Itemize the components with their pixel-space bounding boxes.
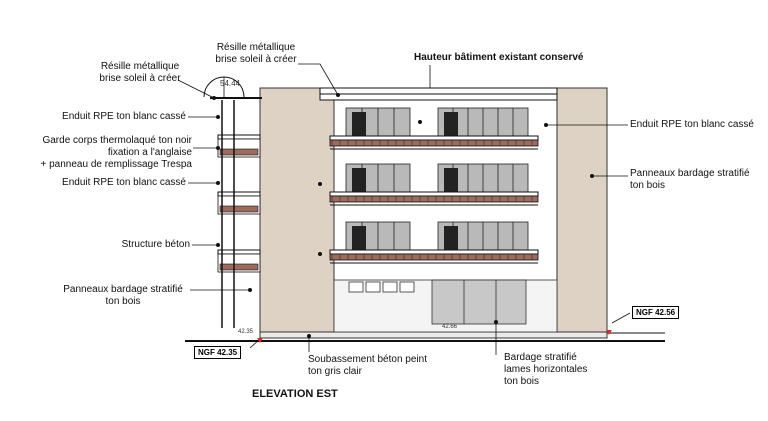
- balcony-railing: [329, 253, 539, 261]
- left-balcony-slab: [217, 249, 261, 255]
- plinth: [259, 331, 608, 339]
- window-shadow: [352, 168, 366, 194]
- floors-group: [329, 107, 539, 264]
- dim-small-mid: 42.66: [442, 324, 458, 330]
- label-enduit-right: Enduit RPE ton blanc cassé: [630, 119, 754, 130]
- level-marker-left: [257, 338, 263, 343]
- leader-resille-left: [177, 79, 215, 99]
- left-balcony-3: [217, 249, 261, 273]
- left-balcony-slab: [217, 191, 261, 197]
- right-wood-panel: [556, 87, 608, 333]
- small-window-4: [399, 281, 415, 293]
- ngf-right: NGF 42.56: [632, 306, 680, 319]
- window-shadow: [444, 226, 458, 252]
- dim-small-left: 42.35: [238, 329, 254, 335]
- label-garde-corps-3: + panneau de remplissage Trespa: [40, 159, 193, 170]
- window-shadow: [352, 112, 366, 138]
- left-balcony-panel: [219, 263, 259, 271]
- label-panneaux-left: Panneaux bardage stratifié ton bois: [63, 284, 183, 307]
- left-balconies: [217, 134, 261, 273]
- label-structure: Structure béton: [121, 239, 190, 250]
- ground-glazing: [431, 279, 527, 325]
- floor-2: [329, 163, 539, 206]
- label-soubassement: Soubassement béton peint ton gris clair: [308, 354, 427, 377]
- left-balcony-2: [217, 191, 261, 215]
- label-resille-left: Résille métallique brise soleil à créer: [99, 61, 181, 84]
- left-balcony-1: [217, 134, 261, 158]
- label-bardage: Bardage stratifié lames horizontales ton…: [504, 352, 588, 387]
- balcony-slab: [329, 135, 539, 141]
- balcony-railing: [329, 195, 539, 203]
- small-window-3: [382, 281, 398, 293]
- floor-3: [329, 221, 539, 264]
- floor-1: [329, 107, 539, 150]
- balcony-slab: [329, 191, 539, 197]
- label-resille-top: Résille métallique brise soleil à créer: [215, 42, 297, 65]
- level-marker-right: [606, 330, 612, 335]
- small-window-2: [365, 281, 381, 293]
- header-note: Hauteur bâtiment existant conservé: [414, 52, 584, 63]
- balcony-slab: [329, 249, 539, 255]
- label-enduit-1: Enduit RPE ton blanc cassé: [62, 111, 186, 122]
- label-panneaux-right: Panneaux bardage stratifié ton bois: [630, 168, 750, 191]
- window-shadow: [444, 168, 458, 194]
- small-window-1: [348, 281, 364, 293]
- left-wood-panel: [259, 87, 335, 333]
- balcony-railing: [329, 139, 539, 147]
- window-shadow: [444, 112, 458, 138]
- left-balcony-panel: [219, 148, 259, 156]
- leader-ngf-right: [611, 312, 631, 324]
- window-shadow: [352, 226, 366, 252]
- dim-top: 54.44: [220, 79, 241, 88]
- label-enduit-2: Enduit RPE ton blanc cassé: [62, 177, 186, 188]
- ngf-left: NGF 42.35: [194, 346, 242, 359]
- left-balcony-panel: [219, 205, 259, 213]
- label-garde-corps-2: fixation a l'anglaise: [107, 147, 192, 158]
- left-balcony-slab: [217, 134, 261, 140]
- label-garde-corps-1: Garde corps thermolaqué ton noir: [42, 135, 192, 146]
- leader-resille-top: [298, 63, 339, 96]
- drawing-title: ELEVATION EST: [252, 388, 338, 400]
